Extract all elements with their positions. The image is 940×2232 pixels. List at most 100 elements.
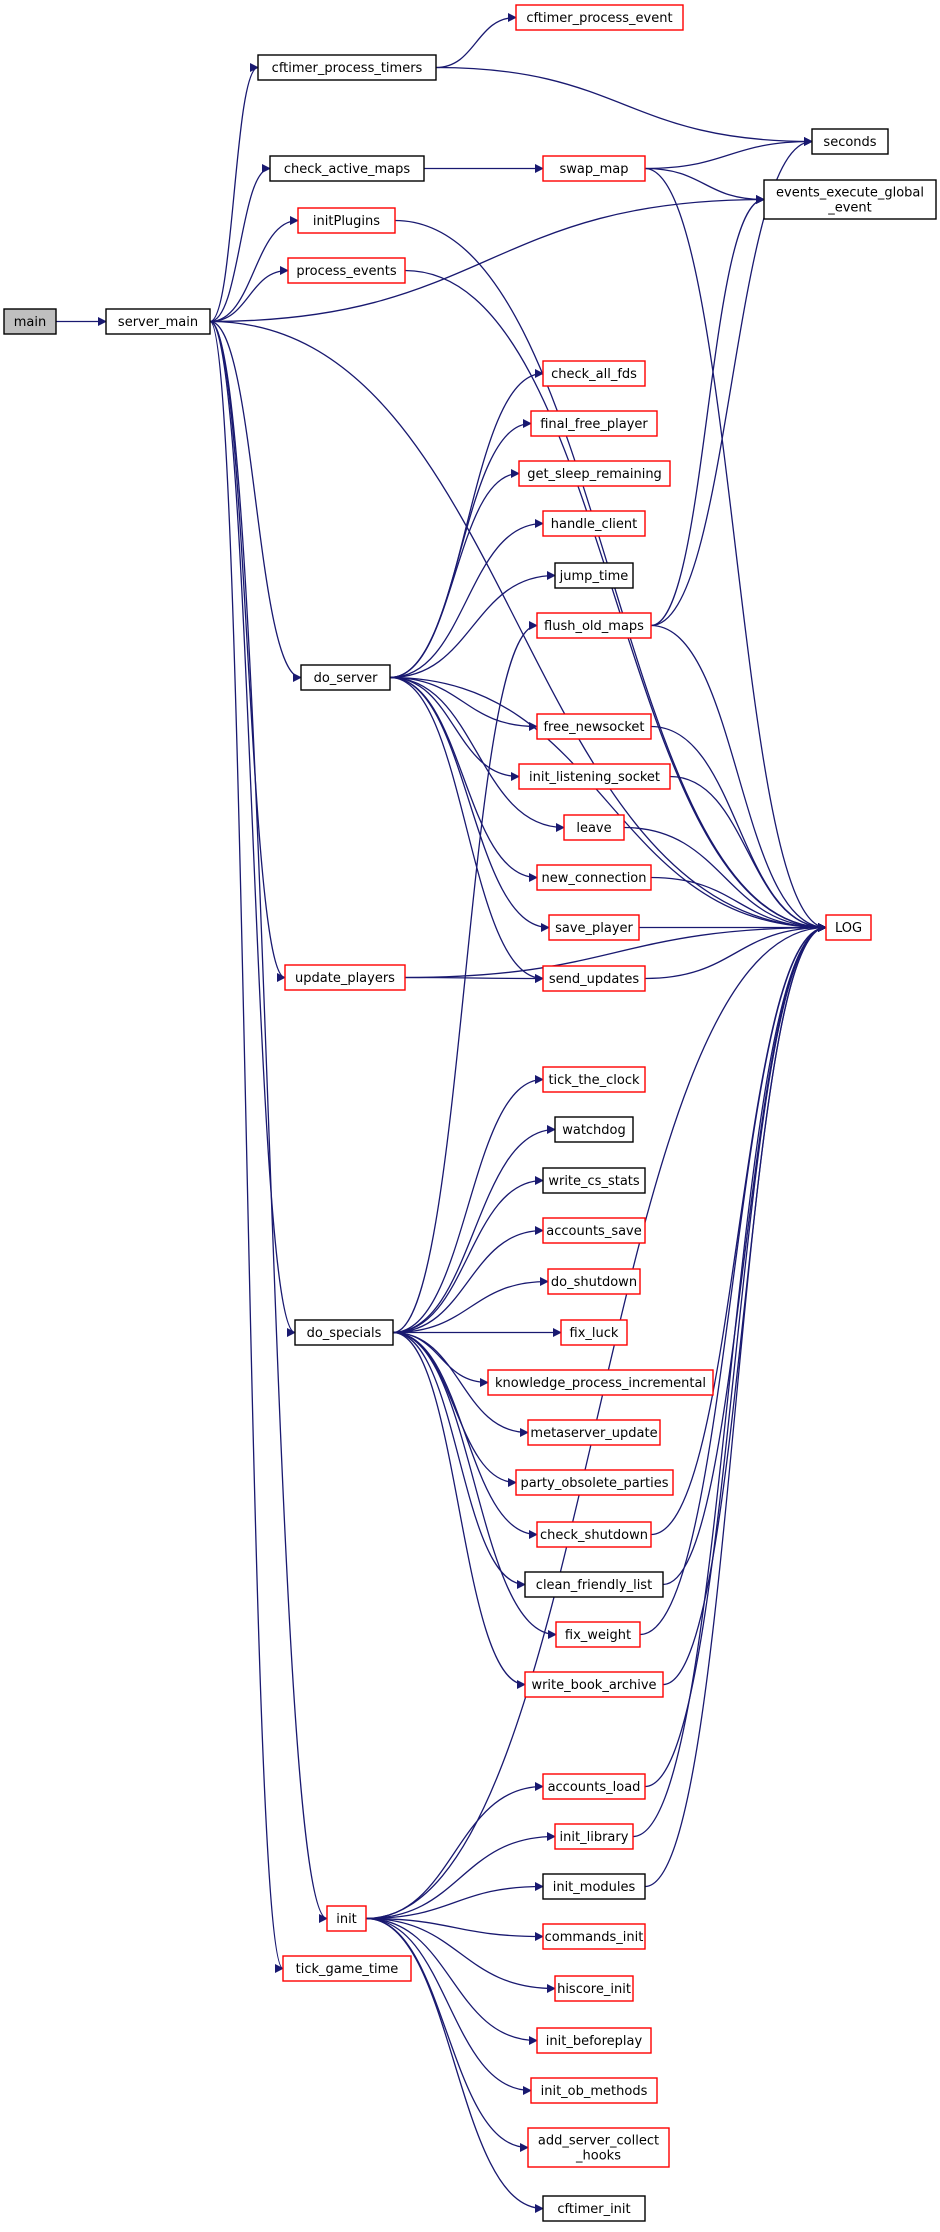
node-seconds[interactable]: seconds [811, 128, 889, 155]
node-check_active_maps[interactable]: check_active_maps [269, 155, 425, 182]
node-box[interactable] [297, 207, 396, 234]
node-box[interactable] [542, 1167, 646, 1194]
node-metaserver_update[interactable]: metaserver_update [527, 1419, 661, 1446]
node-box[interactable] [515, 1469, 674, 1496]
node-box[interactable] [542, 1066, 646, 1093]
node-box[interactable] [536, 2027, 652, 2054]
node-process_events[interactable]: process_events [287, 257, 406, 284]
node-tick_game_time[interactable]: tick_game_time [282, 1955, 412, 1982]
node-box[interactable] [536, 1521, 652, 1548]
node-box[interactable] [554, 562, 634, 589]
node-box[interactable] [763, 179, 937, 220]
node-box[interactable] [300, 664, 391, 691]
node-init[interactable]: init [326, 1905, 367, 1932]
node-box[interactable] [530, 410, 658, 437]
node-box[interactable] [560, 1319, 628, 1346]
node-tick_the_clock[interactable]: tick_the_clock [542, 1066, 646, 1093]
node-final_free_player[interactable]: final_free_player [530, 410, 658, 437]
node-accounts_load[interactable]: accounts_load [542, 1773, 646, 1800]
node-watchdog[interactable]: watchdog [554, 1116, 634, 1143]
node-box[interactable] [294, 1319, 394, 1346]
node-box[interactable] [554, 1116, 634, 1143]
node-leave[interactable]: leave [563, 814, 625, 841]
node-initPlugins[interactable]: initPlugins [297, 207, 396, 234]
node-init_library[interactable]: init_library [554, 1823, 634, 1850]
node-box[interactable] [536, 864, 652, 891]
node-box[interactable] [527, 2127, 670, 2168]
node-cftimer_process_timers[interactable]: cftimer_process_timers [257, 54, 437, 81]
node-write_book_archive[interactable]: write_book_archive [524, 1671, 664, 1698]
node-main[interactable]: main [3, 308, 57, 335]
node-box[interactable] [542, 155, 646, 182]
node-write_cs_stats[interactable]: write_cs_stats [542, 1167, 646, 1194]
node-do_shutdown[interactable]: do_shutdown [547, 1268, 641, 1295]
node-hiscore_init[interactable]: hiscore_init [554, 1975, 634, 2002]
node-box[interactable] [257, 54, 437, 81]
node-box[interactable] [811, 128, 889, 155]
node-box[interactable] [542, 510, 646, 537]
node-server_main[interactable]: server_main [105, 308, 211, 335]
node-box[interactable] [542, 2195, 646, 2222]
node-box[interactable] [554, 1975, 634, 2002]
node-box[interactable] [524, 1671, 664, 1698]
node-box[interactable] [542, 360, 646, 387]
node-fix_weight[interactable]: fix_weight [555, 1621, 641, 1648]
node-box[interactable] [287, 257, 406, 284]
node-box[interactable] [548, 914, 640, 941]
node-box[interactable] [524, 1571, 664, 1598]
node-do_specials[interactable]: do_specials [294, 1319, 394, 1346]
node-add_server_collect_hooks[interactable]: add_server_collect_hooks [527, 2127, 670, 2168]
node-flush_old_maps[interactable]: flush_old_maps [536, 612, 652, 639]
node-commands_init[interactable]: commands_init [542, 1923, 646, 1950]
node-box[interactable] [547, 1268, 641, 1295]
node-box[interactable] [518, 763, 671, 790]
node-new_connection[interactable]: new_connection [536, 864, 652, 891]
node-update_players[interactable]: update_players [284, 964, 406, 991]
node-box[interactable] [542, 1923, 646, 1950]
node-box[interactable] [518, 460, 671, 487]
node-events_execute_global_event[interactable]: events_execute_global_event [763, 179, 937, 220]
node-init_modules[interactable]: init_modules [542, 1873, 646, 1900]
node-fix_luck[interactable]: fix_luck [560, 1319, 628, 1346]
node-init_ob_methods[interactable]: init_ob_methods [530, 2077, 658, 2104]
node-box[interactable] [542, 1773, 646, 1800]
node-knowledge_process_incremental[interactable]: knowledge_process_incremental [487, 1369, 714, 1396]
node-box[interactable] [542, 965, 646, 992]
node-free_newsocket[interactable]: free_newsocket [536, 713, 652, 740]
node-send_updates[interactable]: send_updates [542, 965, 646, 992]
node-box[interactable] [825, 914, 872, 941]
node-swap_map[interactable]: swap_map [542, 155, 646, 182]
node-box[interactable] [542, 1873, 646, 1900]
node-box[interactable] [284, 964, 406, 991]
node-box[interactable] [3, 308, 57, 335]
node-cftimer_init[interactable]: cftimer_init [542, 2195, 646, 2222]
node-box[interactable] [536, 612, 652, 639]
node-box[interactable] [536, 713, 652, 740]
node-box[interactable] [527, 1419, 661, 1446]
node-box[interactable] [105, 308, 211, 335]
node-check_shutdown[interactable]: check_shutdown [536, 1521, 652, 1548]
node-do_server[interactable]: do_server [300, 664, 391, 691]
node-init_beforeplay[interactable]: init_beforeplay [536, 2027, 652, 2054]
node-handle_client[interactable]: handle_client [542, 510, 646, 537]
node-LOG[interactable]: LOG [825, 914, 872, 941]
node-box[interactable] [555, 1621, 641, 1648]
node-check_all_fds[interactable]: check_all_fds [542, 360, 646, 387]
node-clean_friendly_list[interactable]: clean_friendly_list [524, 1571, 664, 1598]
node-box[interactable] [326, 1905, 367, 1932]
node-box[interactable] [269, 155, 425, 182]
node-get_sleep_remaining[interactable]: get_sleep_remaining [518, 460, 671, 487]
node-init_listening_socket[interactable]: init_listening_socket [518, 763, 671, 790]
node-save_player[interactable]: save_player [548, 914, 640, 941]
node-box[interactable] [515, 4, 684, 31]
node-box[interactable] [554, 1823, 634, 1850]
node-accounts_save[interactable]: accounts_save [542, 1217, 646, 1244]
node-cftimer_process_event[interactable]: cftimer_process_event [515, 4, 684, 31]
node-party_obsolete_parties[interactable]: party_obsolete_parties [515, 1469, 674, 1496]
node-box[interactable] [563, 814, 625, 841]
node-box[interactable] [487, 1369, 714, 1396]
node-box[interactable] [282, 1955, 412, 1982]
node-box[interactable] [542, 1217, 646, 1244]
node-box[interactable] [530, 2077, 658, 2104]
node-jump_time[interactable]: jump_time [554, 562, 634, 589]
